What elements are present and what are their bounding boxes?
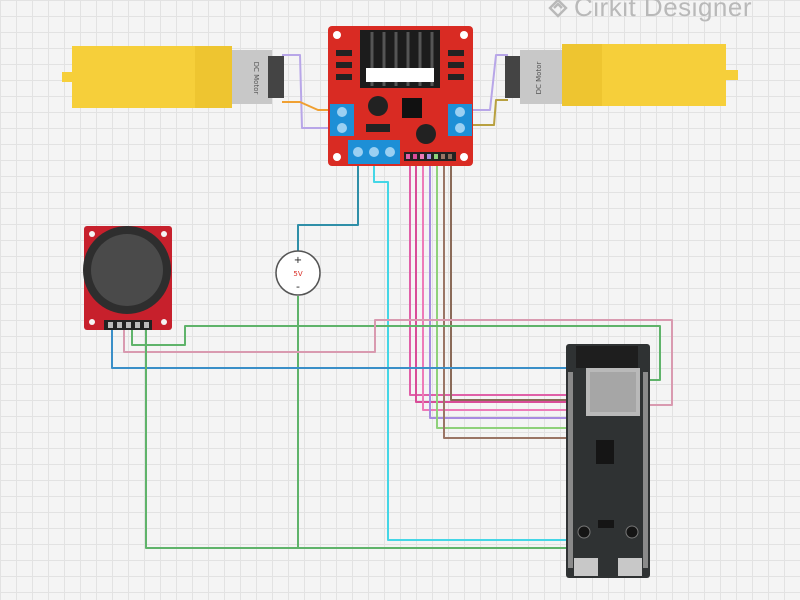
esp32-usb-port-left[interactable] bbox=[574, 558, 598, 576]
battery-body bbox=[275, 250, 321, 296]
esp32-chip-small bbox=[598, 520, 614, 528]
wire-enb-brown[interactable] bbox=[443, 160, 575, 439]
driver-smd bbox=[448, 62, 464, 68]
wire-motor-right-a[interactable] bbox=[470, 54, 508, 111]
motor-right-label: DC Motor bbox=[535, 62, 543, 95]
terminal-screw bbox=[455, 107, 465, 117]
wire-in1-pink[interactable] bbox=[409, 160, 575, 396]
driver-mount-hole bbox=[460, 31, 468, 39]
cirkit-logo-icon bbox=[548, 0, 568, 18]
joystick-mount-hole bbox=[161, 319, 167, 325]
terminal-screw bbox=[385, 147, 395, 157]
esp32-right-header[interactable] bbox=[643, 372, 648, 568]
esp32-module-label bbox=[590, 372, 636, 412]
l298n-motor-driver[interactable] bbox=[328, 26, 473, 166]
wire-joy-green-gnd[interactable] bbox=[145, 330, 300, 549]
motor-left-endcap bbox=[268, 56, 284, 98]
wire-motor-left-b[interactable] bbox=[282, 101, 330, 111]
driver-capacitor bbox=[368, 96, 388, 116]
driver-regulator bbox=[402, 98, 422, 118]
dc-motor-right[interactable]: DC Motor bbox=[505, 44, 738, 106]
terminal-screw bbox=[369, 147, 379, 157]
esp32-reset-button[interactable] bbox=[625, 525, 639, 539]
wire-joy-pink[interactable] bbox=[123, 319, 673, 406]
wire-motor-right-b[interactable] bbox=[470, 99, 508, 126]
motor-right-endcap bbox=[505, 56, 521, 98]
driver-chip-label bbox=[366, 68, 434, 82]
wire-enable-cyan[interactable] bbox=[373, 163, 575, 541]
motor-right-shaft bbox=[724, 70, 738, 80]
terminal-screw bbox=[455, 123, 465, 133]
joystick-pin-header[interactable] bbox=[104, 320, 152, 330]
joystick-mount-hole bbox=[89, 319, 95, 325]
driver-mount-hole bbox=[460, 153, 468, 161]
motor-right-body bbox=[520, 50, 562, 104]
joystick-mount-hole bbox=[161, 231, 167, 237]
driver-smd bbox=[336, 74, 352, 80]
terminal-screw bbox=[337, 107, 347, 117]
driver-mount-hole bbox=[333, 31, 341, 39]
driver-smd bbox=[336, 50, 352, 56]
dc-motor-left[interactable]: DC Motor bbox=[62, 46, 284, 108]
brand-name: Cirkit Designer bbox=[574, 0, 752, 22]
battery-minus-label: - bbox=[296, 280, 300, 293]
wire-in2-magenta[interactable] bbox=[415, 160, 575, 403]
wire-in3-pink[interactable] bbox=[422, 160, 575, 411]
driver-jumper bbox=[366, 124, 390, 132]
joystick-knob[interactable] bbox=[91, 234, 163, 306]
esp32-left-header[interactable] bbox=[568, 372, 573, 568]
esp32-boot-button[interactable] bbox=[577, 525, 591, 539]
terminal-screw bbox=[337, 123, 347, 133]
motor-right-gearbox-shade bbox=[562, 44, 602, 106]
wire-driver-gnd-battery[interactable] bbox=[297, 163, 359, 252]
terminal-screw bbox=[353, 147, 363, 157]
wire-joy-green-top[interactable] bbox=[131, 325, 661, 381]
esp32-dev-board[interactable] bbox=[566, 344, 650, 578]
battery-plus-label: + bbox=[294, 255, 302, 266]
battery-voltage-label: 5V bbox=[293, 270, 302, 278]
driver-smd bbox=[448, 74, 464, 80]
esp32-usb-port-right[interactable] bbox=[618, 558, 642, 576]
esp32-antenna bbox=[576, 346, 638, 368]
wire-in4-purple[interactable] bbox=[429, 160, 575, 419]
motor-left-gearbox-shade bbox=[195, 46, 232, 108]
driver-capacitor bbox=[416, 124, 436, 144]
esp32-chip bbox=[596, 440, 614, 464]
driver-smd bbox=[448, 50, 464, 56]
wire-motor-left-a[interactable] bbox=[282, 54, 330, 129]
driver-mount-hole bbox=[333, 153, 341, 161]
motor-left-shaft bbox=[62, 72, 74, 82]
motor-left-body bbox=[232, 50, 272, 104]
joystick-mount-hole bbox=[89, 231, 95, 237]
cirkit-designer-logo: Cirkit Designer bbox=[548, 0, 752, 23]
battery-5v[interactable]: + 5V - bbox=[275, 250, 321, 296]
driver-control-header[interactable] bbox=[404, 152, 456, 161]
wires bbox=[111, 54, 673, 549]
driver-smd bbox=[336, 62, 352, 68]
wire-enb-green[interactable] bbox=[436, 160, 575, 429]
motor-left-label: DC Motor bbox=[252, 62, 260, 95]
wire-driver-brown[interactable] bbox=[450, 160, 575, 401]
joystick-module[interactable] bbox=[83, 226, 172, 330]
wire-joy-blue[interactable] bbox=[111, 330, 575, 369]
